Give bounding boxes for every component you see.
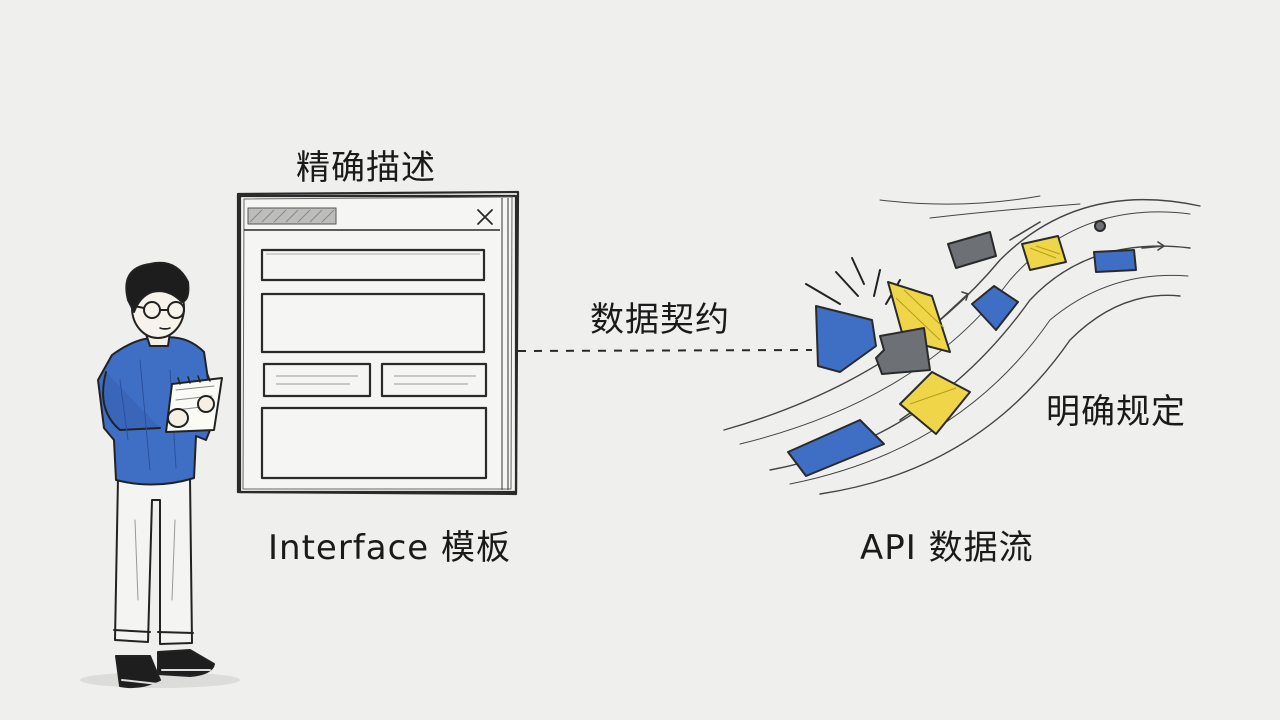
data-contract-label: 数据契约 [590, 300, 730, 340]
packet-blue [815, 305, 877, 373]
packet-dot [1094, 220, 1106, 232]
packet-gray [947, 231, 997, 269]
interface-template-label: Interface 模板 [268, 528, 512, 568]
api-stream [723, 195, 1201, 495]
contract-dashed-line [517, 349, 813, 352]
data-packets [787, 220, 1137, 477]
packet-yellow [1021, 235, 1067, 271]
clearly-defined-label: 明确规定 [1046, 392, 1186, 432]
precise-description-label: 精确描述 [296, 148, 436, 188]
interface-window [236, 190, 520, 496]
packet-blue [971, 285, 1019, 331]
packet-gray [875, 327, 931, 375]
packet-blue [1093, 249, 1137, 273]
close-icon [477, 209, 493, 225]
api-data-flow-label: API 数据流 [860, 528, 1034, 568]
person-figure [80, 261, 240, 689]
packet-yellow [899, 371, 971, 435]
packet-blue [787, 419, 885, 477]
